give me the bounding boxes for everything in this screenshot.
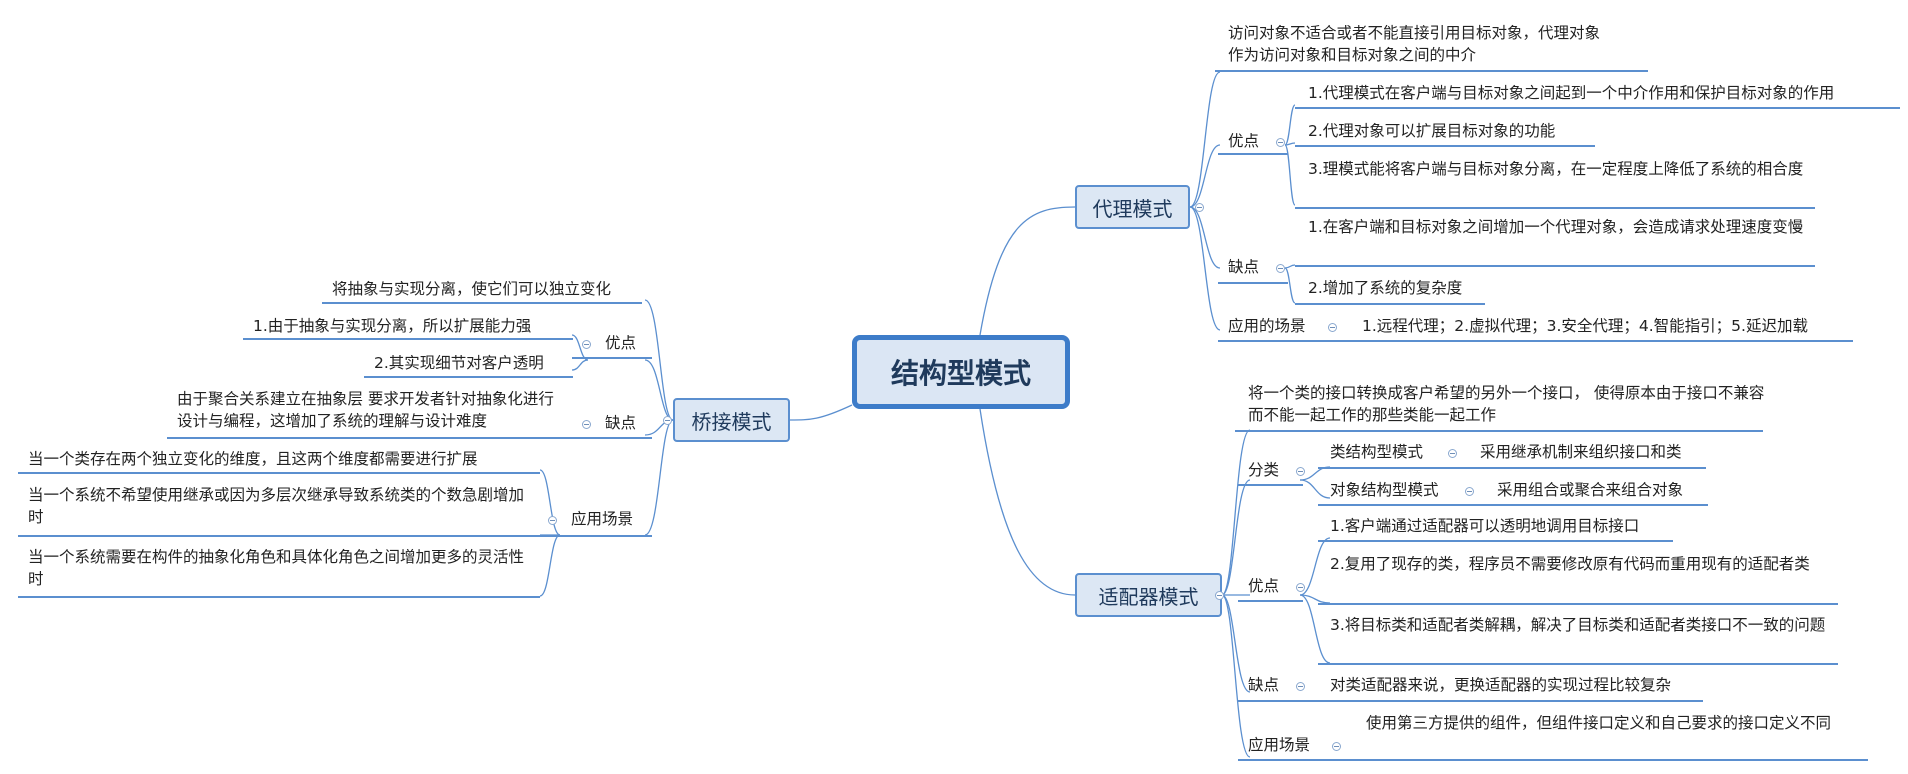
- collapse-icon[interactable]: [1276, 138, 1285, 147]
- adapter-class-2-name: 对象结构型模式: [1330, 481, 1439, 499]
- underline: [1238, 759, 1868, 761]
- collapse-icon[interactable]: [582, 420, 591, 429]
- adapter-pros-label[interactable]: 优点: [1248, 577, 1280, 595]
- underline: [18, 596, 540, 598]
- underline: [1318, 603, 1838, 605]
- bridge-desc: 将抽象与实现分离，使它们可以独立变化: [332, 280, 612, 298]
- collapse-icon[interactable]: [1215, 591, 1224, 600]
- bridge-cons: 由于聚合关系建立在抽象层 要求开发者针对抽象化进行设计与编程，这增加了系统的理解…: [177, 390, 554, 430]
- bridge-scene-label[interactable]: 应用场景: [571, 510, 634, 528]
- proxy-con-2: 2.增加了系统的复杂度: [1308, 279, 1463, 297]
- collapse-icon[interactable]: [1195, 203, 1204, 212]
- underline: [572, 437, 652, 439]
- adapter-class-1-desc: 采用继承机制来组织接口和类: [1480, 443, 1682, 461]
- proxy-pros-label[interactable]: 优点: [1228, 132, 1260, 150]
- underline: [1218, 340, 1853, 342]
- adapter-desc: 将一个类的接口转换成客户希望的另外一个接口， 使得原本由于接口不兼容而不能一起工…: [1248, 384, 1765, 424]
- underline: [1215, 70, 1648, 72]
- underline: [1295, 265, 1815, 267]
- adapter-pro-2: 2.复用了现存的类，程序员不需要修改原有代码而重用现有的适配者类: [1330, 555, 1810, 573]
- collapse-icon[interactable]: [1296, 682, 1305, 691]
- underline: [18, 535, 540, 537]
- bridge-scene-2: 当一个系统不希望使用继承或因为多层次继承导致系统类的个数急剧增加时: [28, 486, 525, 526]
- adapter-scene-label[interactable]: 应用场景: [1248, 736, 1311, 754]
- underline: [1318, 467, 1706, 469]
- underline: [322, 302, 642, 304]
- proxy-scene-label[interactable]: 应用的场景: [1228, 317, 1306, 335]
- bridge-cons-label[interactable]: 缺点: [605, 414, 637, 432]
- bridge-pros-label[interactable]: 优点: [605, 334, 637, 352]
- topic-adapter[interactable]: 适配器模式: [1075, 573, 1222, 617]
- adapter-pro-3: 3.将目标类和适配者类解耦，解决了目标类和适配者类接口不一致的问题: [1330, 616, 1826, 634]
- topic-proxy[interactable]: 代理模式: [1075, 185, 1190, 229]
- bridge-pro-2: 2.其实现细节对客户透明: [374, 354, 544, 372]
- underline: [1238, 600, 1303, 602]
- adapter-scene: 使用第三方提供的组件，但组件接口定义和自己要求的接口定义不同: [1366, 714, 1832, 732]
- underline: [1295, 303, 1485, 305]
- underline: [1218, 153, 1288, 155]
- underline: [1218, 282, 1288, 284]
- adapter-class-1-name: 类结构型模式: [1330, 443, 1424, 461]
- underline: [364, 376, 573, 378]
- underline: [1318, 504, 1708, 506]
- proxy-con-1: 1.在客户端和目标对象之间增加一个代理对象，会造成请求处理速度变慢: [1308, 218, 1804, 236]
- proxy-desc-line-1: 访问对象不适合或者不能直接引用目标对象，代理对象: [1228, 24, 1601, 42]
- proxy-pro-1: 1.代理模式在客户端与目标对象之间起到一个中介作用和保护目标对象的作用: [1308, 84, 1835, 102]
- underline: [540, 535, 652, 537]
- collapse-icon[interactable]: [1332, 742, 1341, 751]
- proxy-scene: 1.远程代理；2.虚拟代理；3.安全代理；4.智能指引；5.延迟加载: [1362, 317, 1808, 335]
- adapter-class-label[interactable]: 分类: [1248, 461, 1280, 479]
- underline: [1318, 663, 1838, 665]
- root-node[interactable]: 结构型模式: [852, 335, 1070, 409]
- collapse-icon[interactable]: [1328, 323, 1337, 332]
- collapse-icon[interactable]: [663, 416, 672, 425]
- collapse-icon[interactable]: [1448, 449, 1457, 458]
- collapse-icon[interactable]: [1296, 583, 1305, 592]
- collapse-icon[interactable]: [582, 340, 591, 349]
- adapter-cons-label[interactable]: 缺点: [1248, 676, 1280, 694]
- underline: [572, 357, 652, 359]
- underline: [1295, 145, 1595, 147]
- adapter-class-2-desc: 采用组合或聚合来组合对象: [1497, 481, 1684, 499]
- adapter-pro-1: 1.客户端通过适配器可以透明地调用目标接口: [1330, 517, 1640, 535]
- underline: [1235, 430, 1763, 432]
- underline: [18, 472, 540, 474]
- underline: [1238, 484, 1303, 486]
- bridge-pro-1: 1.由于抽象与实现分离，所以扩展能力强: [253, 317, 532, 335]
- proxy-pro-2: 2.代理对象可以扩展目标对象的功能: [1308, 122, 1556, 140]
- adapter-cons: 对类适配器来说，更换适配器的实现过程比较复杂: [1330, 676, 1672, 694]
- underline: [1238, 700, 1703, 702]
- underline: [167, 437, 572, 439]
- collapse-icon[interactable]: [1276, 264, 1285, 273]
- bridge-scene-3: 当一个系统需要在构件的抽象化角色和具体化角色之间增加更多的灵活性时: [28, 548, 525, 588]
- bridge-scene-1: 当一个类存在两个独立变化的维度，且这两个维度都需要进行扩展: [28, 450, 478, 468]
- underline: [243, 338, 573, 340]
- underline: [1318, 540, 1673, 542]
- collapse-icon[interactable]: [1296, 467, 1305, 476]
- topic-bridge[interactable]: 桥接模式: [673, 398, 790, 442]
- collapse-icon[interactable]: [548, 516, 557, 525]
- collapse-icon[interactable]: [1465, 487, 1474, 496]
- proxy-desc-line-2: 作为访问对象和目标对象之间的中介: [1228, 46, 1477, 64]
- proxy-cons-label[interactable]: 缺点: [1228, 258, 1260, 276]
- underline: [1295, 207, 1815, 209]
- underline: [1295, 107, 1900, 109]
- proxy-pro-3: 3.理模式能将客户端与目标对象分离，在一定程度上降低了系统的相合度: [1308, 160, 1804, 178]
